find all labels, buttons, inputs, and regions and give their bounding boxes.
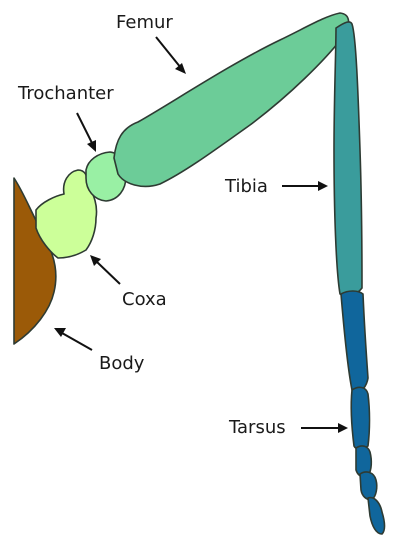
label-coxa: Coxa (122, 289, 167, 310)
label-tarsus: Tarsus (228, 417, 286, 438)
body-segment (13, 177, 57, 345)
femur-segment (113, 12, 350, 188)
arrow-body (54, 328, 93, 351)
arrow-tibia (282, 181, 328, 191)
tarsus-segment-1 (340, 290, 369, 393)
coxa-segment (35, 169, 98, 259)
tibia-segment (333, 21, 363, 297)
tarsus-segment-5 (367, 496, 386, 535)
label-tibia: Tibia (224, 176, 268, 197)
tarsus-segment-4 (359, 471, 378, 501)
arrow-tarsus (301, 423, 348, 433)
tarsus-segments (340, 290, 386, 535)
label-body: Body (99, 353, 145, 374)
arrow-trochanter (76, 112, 96, 152)
label-trochanter: Trochanter (17, 83, 114, 104)
arrow-femur (155, 36, 186, 74)
arrow-coxa (90, 255, 121, 285)
tarsus-segment-2 (350, 386, 371, 450)
label-femur: Femur (116, 12, 173, 33)
